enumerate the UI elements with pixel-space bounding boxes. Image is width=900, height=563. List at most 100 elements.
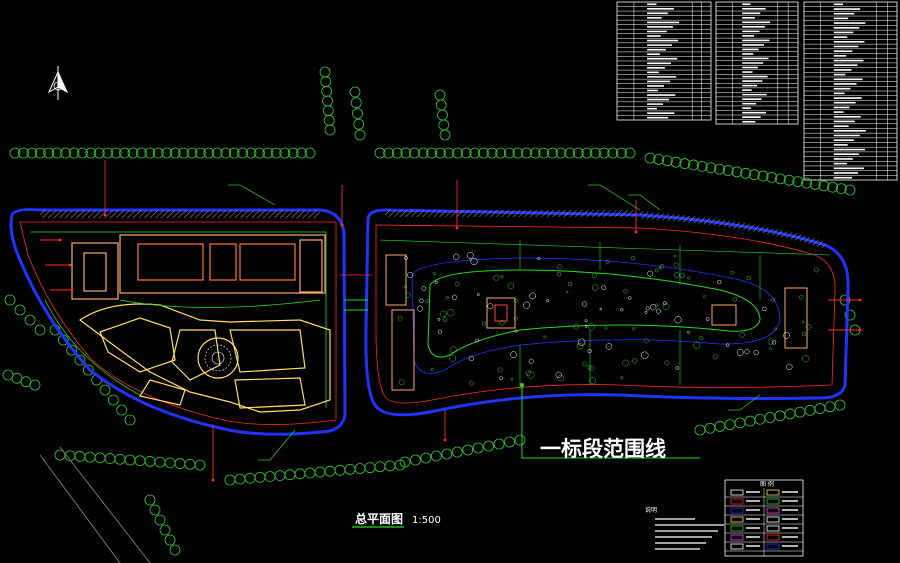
tree-symbol [434,89,446,101]
tree-symbol [495,147,507,159]
tree-symbol [334,464,346,476]
right-site-parcel [364,208,850,417]
side-road [39,446,151,563]
tree-symbol [784,408,796,420]
tree-symbol [287,147,299,159]
tree-symbol [60,147,71,159]
tree-symbol [514,434,526,446]
tree-symbol [774,410,786,422]
tree-symbol [144,494,156,506]
tree-symbol [24,314,36,326]
tree-symbol [85,147,97,159]
tree-symbol [694,424,706,436]
tree-symbol [320,76,332,88]
tree-symbol [439,129,451,141]
tree-symbol [503,147,515,159]
tree-symbol [460,147,472,159]
tree-symbol [792,176,804,188]
tree-symbol [324,465,336,477]
tree-symbol [724,419,736,431]
tree-symbol [624,147,636,159]
tree-symbol [14,304,26,316]
tree-symbol [757,170,769,182]
tree-symbol [322,95,333,107]
rotunda [197,337,239,379]
boundary-label: 一标段范围线 [540,437,666,461]
tree-symbol [441,448,453,460]
tree-symbol [296,147,307,159]
tree-symbol [493,438,505,450]
tree-symbol [254,147,265,159]
tree-symbol [254,471,266,483]
legend-heading: 图 例 [760,480,774,488]
tree-symbol [607,147,619,159]
tree-symbol [93,147,105,159]
tree-symbol [824,401,836,413]
tree-symbol [350,97,362,109]
tree-symbol [186,147,198,159]
notes-block: 说明 [645,506,724,550]
data-table-3 [803,1,898,181]
tree-symbol [809,179,821,190]
tree-symbol [615,147,627,159]
tree-symbol [661,155,673,167]
tree-symbol [555,147,567,159]
tree-symbol [409,147,420,159]
tree-symbol [688,159,699,171]
tree-symbol [26,147,38,159]
tree-symbol [478,147,489,159]
tree-symbol [734,417,746,429]
tree-symbol [538,147,550,159]
tree-symbol [766,172,778,183]
tree-symbol [434,147,446,159]
tree-symbol [653,153,665,165]
tree-symbol [352,108,363,119]
north-arrow-icon [47,66,69,100]
tree-symbol [34,147,46,159]
tree-symbol [564,147,576,159]
tree-symbol [279,147,291,159]
legend-symbols: 图 例 [724,479,804,557]
tree-symbol [107,394,119,406]
tree-symbol [51,147,63,159]
tree-symbol [704,422,716,434]
tree-symbol [104,453,116,464]
tree-symbol [159,524,171,536]
tree-symbol [274,470,286,481]
tree-symbol [124,454,136,466]
tree-rows [2,66,861,556]
tree-symbol [102,147,114,159]
tree-symbol [437,109,448,121]
building-cluster-right [385,254,808,391]
tree-symbol [827,181,839,193]
tree-symbol [136,147,147,159]
tree-symbol [374,461,386,473]
tree-symbol [521,147,532,159]
tree-symbol [4,294,16,306]
tree-symbol [775,173,786,185]
tree-symbol [430,450,442,462]
tree-symbol [801,177,812,189]
tree-symbol [438,119,450,131]
tree-symbol [670,156,682,168]
tree-symbol [134,455,146,467]
tree-symbol [323,114,335,126]
data-table-2 [715,1,799,125]
tree-symbol [184,458,196,470]
tree-symbol [764,412,776,423]
tree-symbol [451,446,463,458]
tree-symbol [714,421,726,432]
tree-symbol [486,147,498,159]
tree-symbol [149,504,161,516]
tree-symbol [420,452,432,464]
tree-symbol [211,147,223,159]
tree-symbol [18,147,29,159]
tree-symbol [11,372,23,384]
tree-symbol [529,147,541,159]
tree-symbol [814,403,826,414]
dimension-leaders [40,160,862,482]
tree-symbol [20,376,32,388]
tree-symbol [731,166,743,178]
tree-symbol [169,147,181,159]
